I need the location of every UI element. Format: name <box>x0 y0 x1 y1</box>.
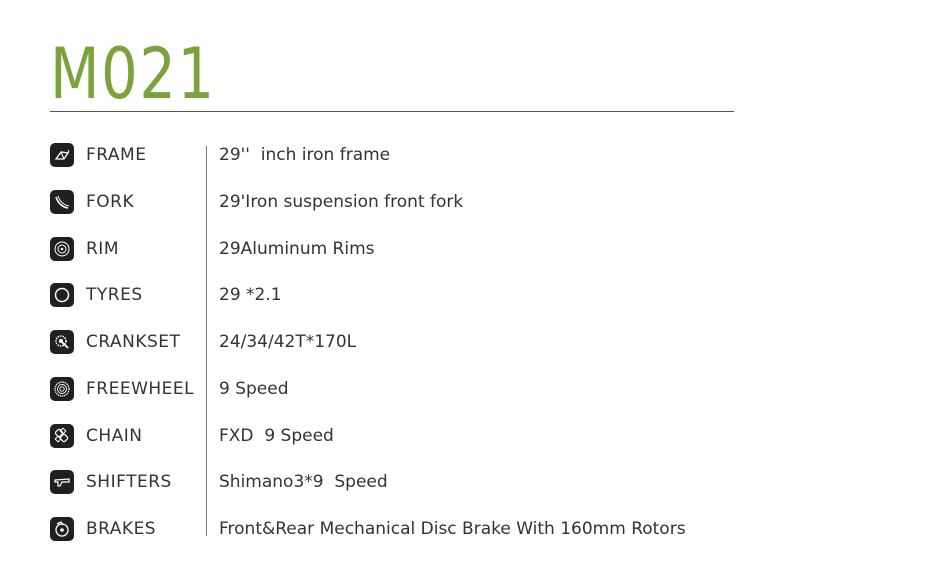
spec-label: RIM <box>86 238 119 259</box>
spec-value: Shimano3*9 Speed <box>219 472 388 493</box>
tyre-icon <box>50 283 74 308</box>
column-divider <box>206 146 207 536</box>
chain-icon <box>50 423 74 448</box>
spec-label: CHAIN <box>86 425 143 446</box>
crankset-icon <box>50 330 74 354</box>
spec-label: SHIFTERS <box>86 472 172 493</box>
brake-icon <box>50 517 74 541</box>
spec-value: 29'' inch iron frame <box>219 145 391 165</box>
spec-row-tyres: TYRES 29 *2.1 <box>50 271 850 318</box>
spec-row-rim: RIM 29Aluminum Rims <box>50 225 850 272</box>
spec-list: FRAME 29'' inch iron frame FORK 29'Iron … <box>50 131 850 552</box>
spec-value: 29 *2.1 <box>219 285 282 306</box>
spec-label: CRANKSET <box>86 332 181 352</box>
spec-row-freewheel: FREEWHEEL 9 Speed <box>50 365 850 412</box>
shifter-icon <box>50 470 74 495</box>
frame-icon <box>50 143 74 167</box>
spec-row-crankset: CRANKSET 24/34/42T*170L <box>50 318 850 365</box>
spec-row-chain: CHAIN FXD 9 Speed <box>50 412 850 459</box>
spec-row-brakes: BRAKES Front&Rear Mechanical Disc Brake … <box>50 505 850 552</box>
rim-icon <box>50 236 74 261</box>
freewheel-icon <box>50 376 74 401</box>
spec-value: 9 Speed <box>219 378 289 399</box>
spec-value: 29Aluminum Rims <box>219 238 375 259</box>
spec-label: FRAME <box>86 145 147 165</box>
model-title: M021 <box>50 33 216 115</box>
spec-label: BRAKES <box>86 519 157 539</box>
spec-label: TYRES <box>86 285 143 306</box>
spec-row-frame: FRAME 29'' inch iron frame <box>50 131 850 178</box>
spec-label: FORK <box>86 191 135 212</box>
spec-value: 24/34/42T*170L <box>219 332 357 352</box>
fork-icon <box>50 189 74 214</box>
spec-row-shifters: SHIFTERS Shimano3*9 Speed <box>50 458 850 505</box>
title-divider <box>50 111 734 112</box>
spec-value: FXD 9 Speed <box>219 425 334 446</box>
spec-value: Front&Rear Mechanical Disc Brake With 16… <box>219 519 686 539</box>
spec-value: 29'Iron suspension front fork <box>219 191 464 212</box>
spec-row-fork: FORK 29'Iron suspension front fork <box>50 178 850 225</box>
spec-label: FREEWHEEL <box>86 378 195 399</box>
